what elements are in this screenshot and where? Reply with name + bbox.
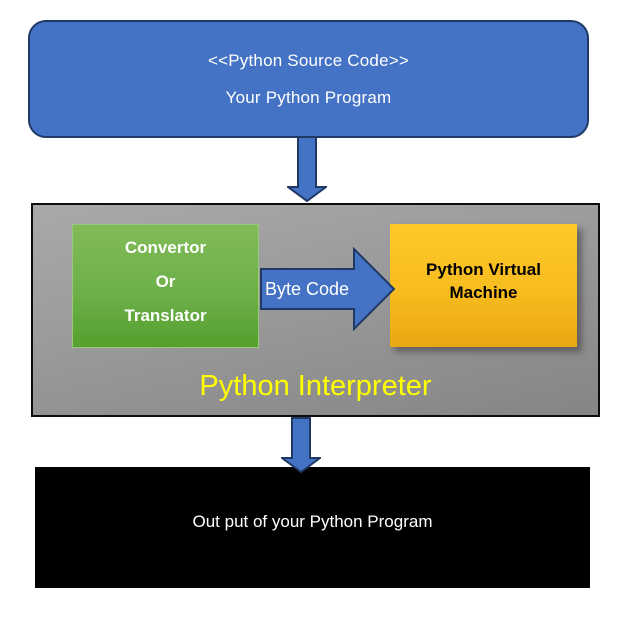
convertor-line-3: Translator	[124, 306, 207, 325]
python-interpreter-container: Convertor Or Translator Python Virtual M…	[31, 203, 600, 417]
python-source-code-box: <<Python Source Code>> Your Python Progr…	[28, 20, 589, 138]
convertor-line-1: Convertor	[124, 238, 207, 257]
pvm-line-2: Machine	[449, 282, 518, 302]
down-arrow-icon	[281, 417, 321, 473]
convertor-translator-box: Convertor Or Translator	[72, 224, 259, 348]
down-arrow-icon	[287, 137, 327, 202]
program-output-box: Out put of your Python Program	[35, 467, 590, 588]
output-box-label: Out put of your Python Program	[192, 511, 433, 531]
python-virtual-machine-box: Python Virtual Machine	[390, 224, 577, 347]
source-box-title: <<Python Source Code>>	[208, 50, 409, 70]
right-arrow-icon	[260, 247, 396, 331]
source-box-subtitle: Your Python Program	[225, 87, 392, 107]
convertor-line-2: Or	[155, 272, 176, 291]
byte-code-label: Byte Code	[264, 278, 350, 299]
pvm-line-1: Python Virtual	[426, 259, 541, 279]
python-interpreter-caption: Python Interpreter	[199, 370, 432, 402]
